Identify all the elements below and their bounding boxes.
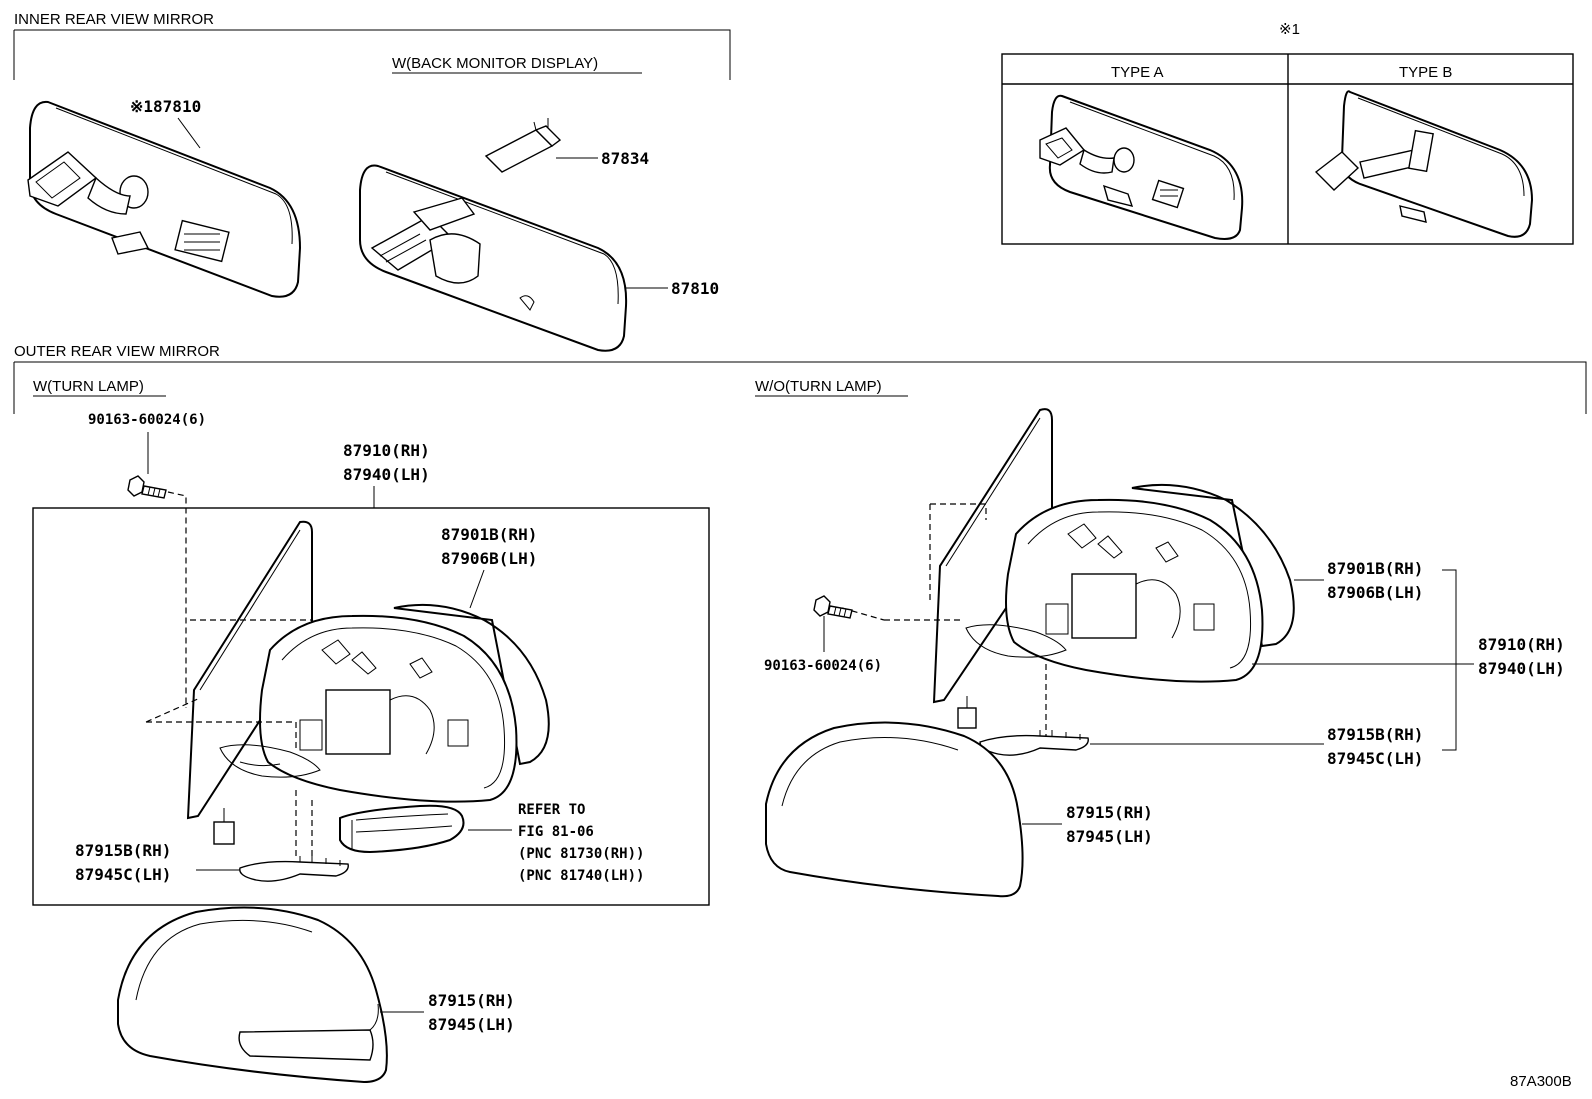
bracket-assy-right [1252,569,1474,751]
cover-left-drawing [117,906,388,1084]
leader-glass-left [469,569,485,609]
label-assy-left-rh: 87910(RH) [343,441,430,460]
pad-left-drawing [239,856,349,882]
label-pad-left-rh: 87915B(RH) [75,841,171,860]
pad-right-drawing [979,730,1089,756]
type-b-mirror-drawing [1314,90,1534,238]
label-glass-left-lh: 87906B(LH) [441,549,537,568]
right-mirror-assembly-drawing [932,408,1295,729]
type-b-label: TYPE B [1399,64,1452,81]
illustration-code: 87A300B [1510,1073,1572,1090]
left-pad-guides [295,790,313,856]
turn-lamp-subheading: W(TURN LAMP) [33,378,144,395]
assembly-box-left [32,507,710,906]
label-assy-right-lh: 87940(LH) [1478,659,1565,678]
label-pad-right-lh: 87945C(LH) [1327,749,1423,768]
label-glass-left-rh: 87901B(RH) [441,525,537,544]
outer-mirror-heading: OUTER REAR VIEW MIRROR [14,343,220,360]
label-cover-left-lh: 87945(LH) [428,1015,515,1034]
turn-lamp-drawing [339,804,465,854]
type-note-box [1001,53,1574,245]
left-mirror-assembly-drawing [186,520,550,845]
label-bolt-right: 90163-60024(6) [764,658,882,674]
bolt-left-drawing [127,475,167,499]
label-bolt-left: 90163-60024(6) [88,412,206,428]
back-monitor-mirror-drawing [359,164,628,352]
inner-section-bracket [13,29,731,80]
label-glass-right-lh: 87906B(LH) [1327,583,1423,602]
inner-mirror-heading: INNER REAR VIEW MIRROR [14,11,214,28]
label-cover-left-rh: 87915(RH) [428,991,515,1010]
label-pad-right-rh: 87915B(RH) [1327,725,1423,744]
type-a-mirror-drawing [1039,94,1244,240]
refer-line-2: FIG 81-06 [518,824,594,840]
label-assy-left-lh: 87940(LH) [343,465,430,484]
refer-line-4: (PNC 81740(LH)) [518,868,644,884]
label-glass-right-rh: 87901B(RH) [1327,559,1423,578]
note-mark: ※1 [1279,21,1300,38]
label-cover-right-lh: 87945(LH) [1066,827,1153,846]
label-87810: 87810 [671,279,719,298]
clip-87834-drawing [484,118,562,173]
cover-right-drawing [765,721,1024,898]
no-turn-lamp-subheading: W/O(TURN LAMP) [755,378,882,395]
bolt-left-guide [167,491,187,708]
right-assembly-guides [884,503,1047,740]
label-cover-right-rh: 87915(RH) [1066,803,1153,822]
leader-p187810 [177,117,201,149]
label-assy-right-rh: 87910(RH) [1478,635,1565,654]
label-p187810: ※187810 [130,97,201,116]
bolt-right-drawing [813,595,853,619]
refer-line-3: (PNC 81730(RH)) [518,846,644,862]
type-a-label: TYPE A [1111,64,1164,81]
inner-mirror-drawing [27,100,302,298]
label-pad-left-lh: 87945C(LH) [75,865,171,884]
outer-section-bracket [13,361,1587,414]
back-monitor-subheading: W(BACK MONITOR DISPLAY) [392,55,598,72]
refer-line-1: REFER TO [518,802,585,818]
left-assembly-guides [145,619,312,752]
bolt-right-guide [841,607,885,621]
label-87834: 87834 [601,149,649,168]
